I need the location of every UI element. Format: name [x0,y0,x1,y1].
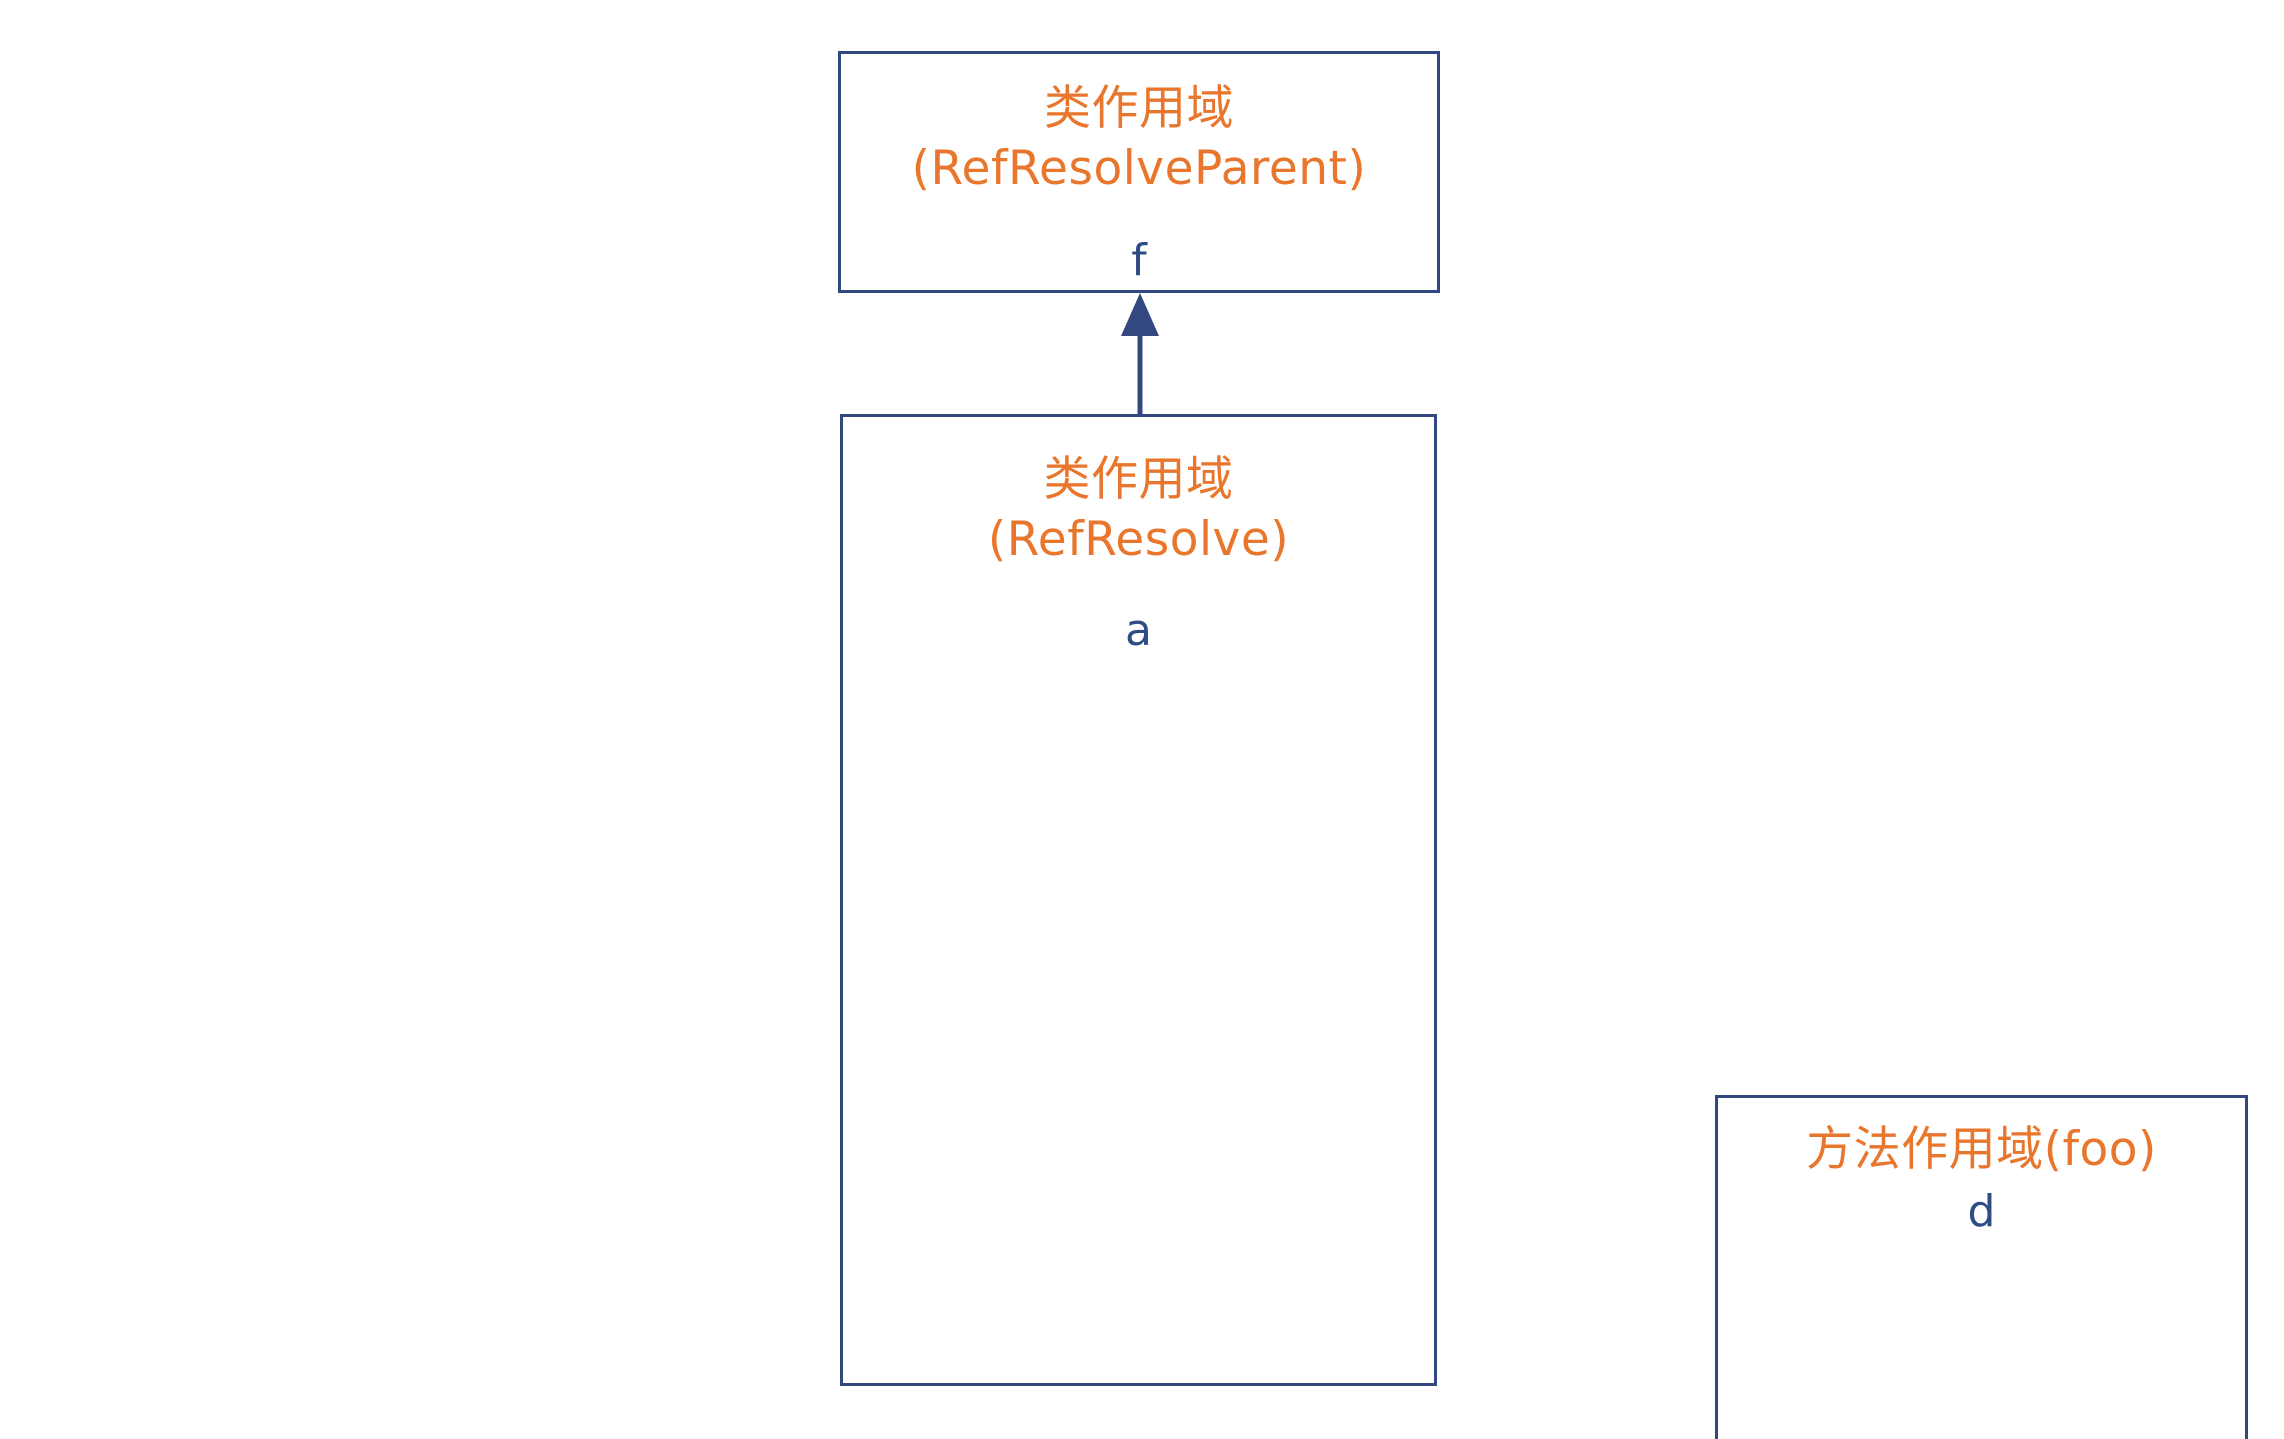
scope-box-class-refresolveparent[interactable]: 类作用域 (RefResolveParent) f [838,51,1440,293]
scope-title-method-foo: 方法作用域(foo) [1806,1122,2157,1177]
scope-box-class-refresolve[interactable]: 类作用域 (RefResolve) a 方法作用域(foo) d 方法体作用域 … [840,414,2248,1439]
scope-box-method-foo[interactable]: 方法作用域(foo) d 方法体作用域 b a c [1715,1095,2248,1439]
scope-title-class-refresolveparent: 类作用域 (RefResolveParent) [911,81,1367,197]
scope-symbol-d: d [1967,1186,1996,1237]
scope-title-class-refresolve: 类作用域 (RefResolve) [987,452,1290,568]
scope-symbol-f: f [1131,235,1147,286]
inheritance-arrow-icon [1121,293,1159,416]
scope-symbol-a: a [1125,605,1152,656]
